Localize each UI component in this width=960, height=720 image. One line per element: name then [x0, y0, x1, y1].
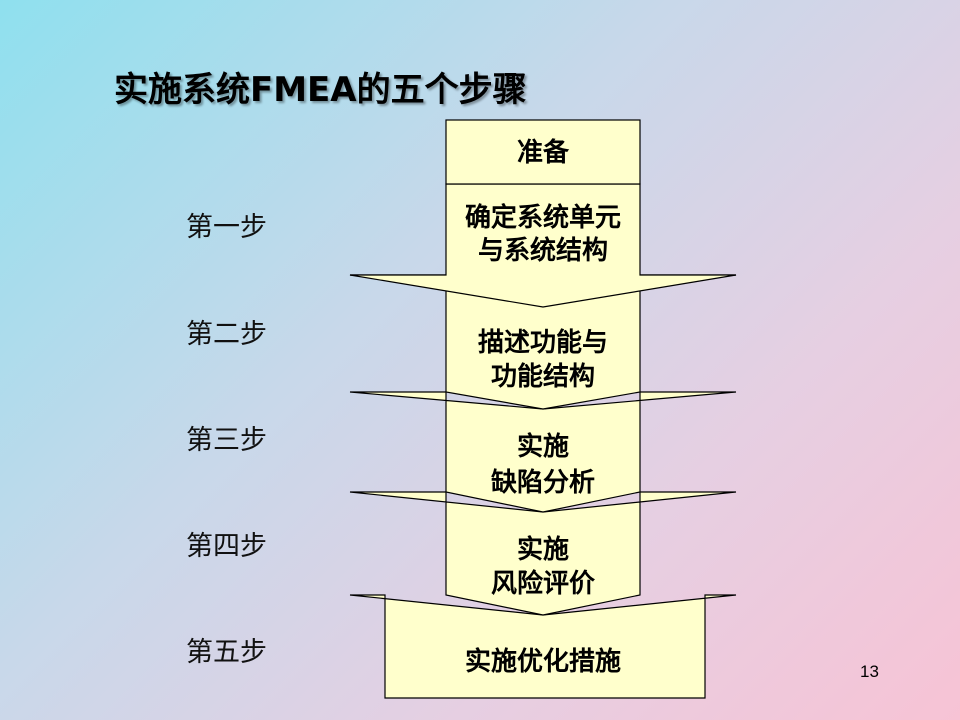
- step2-text-line2: 功能结构: [491, 361, 595, 392]
- step3-arrow: [349, 391, 737, 513]
- step2-text-line1: 描述功能与: [478, 327, 608, 358]
- step1-text-line2: 与系统结构: [478, 235, 608, 266]
- step1-arrow: [349, 183, 737, 308]
- step-label-1: 第一步: [186, 212, 267, 243]
- step4-text-line2: 风险评价: [491, 568, 596, 599]
- prep-text: 准备: [517, 138, 570, 168]
- step5-text: 实施优化措施: [465, 646, 621, 677]
- step5-box: [349, 594, 737, 699]
- step1-text-line1: 确定系统单元: [465, 202, 621, 233]
- step4-arrow: [349, 491, 737, 616]
- page-number: 13: [860, 662, 879, 681]
- slide-title: 实施系统FMEA的五个步骤: [114, 70, 527, 110]
- step-label-4: 第四步: [186, 531, 267, 562]
- step4-text-line1: 实施: [517, 534, 569, 565]
- step-label-5: 第五步: [186, 637, 267, 668]
- step-label-3: 第三步: [186, 425, 267, 456]
- prep-box: [445, 119, 641, 185]
- step-label-2: 第二步: [186, 319, 267, 350]
- step3-text-line1: 实施: [517, 431, 569, 462]
- step3-text-line2: 缺陷分析: [491, 468, 595, 498]
